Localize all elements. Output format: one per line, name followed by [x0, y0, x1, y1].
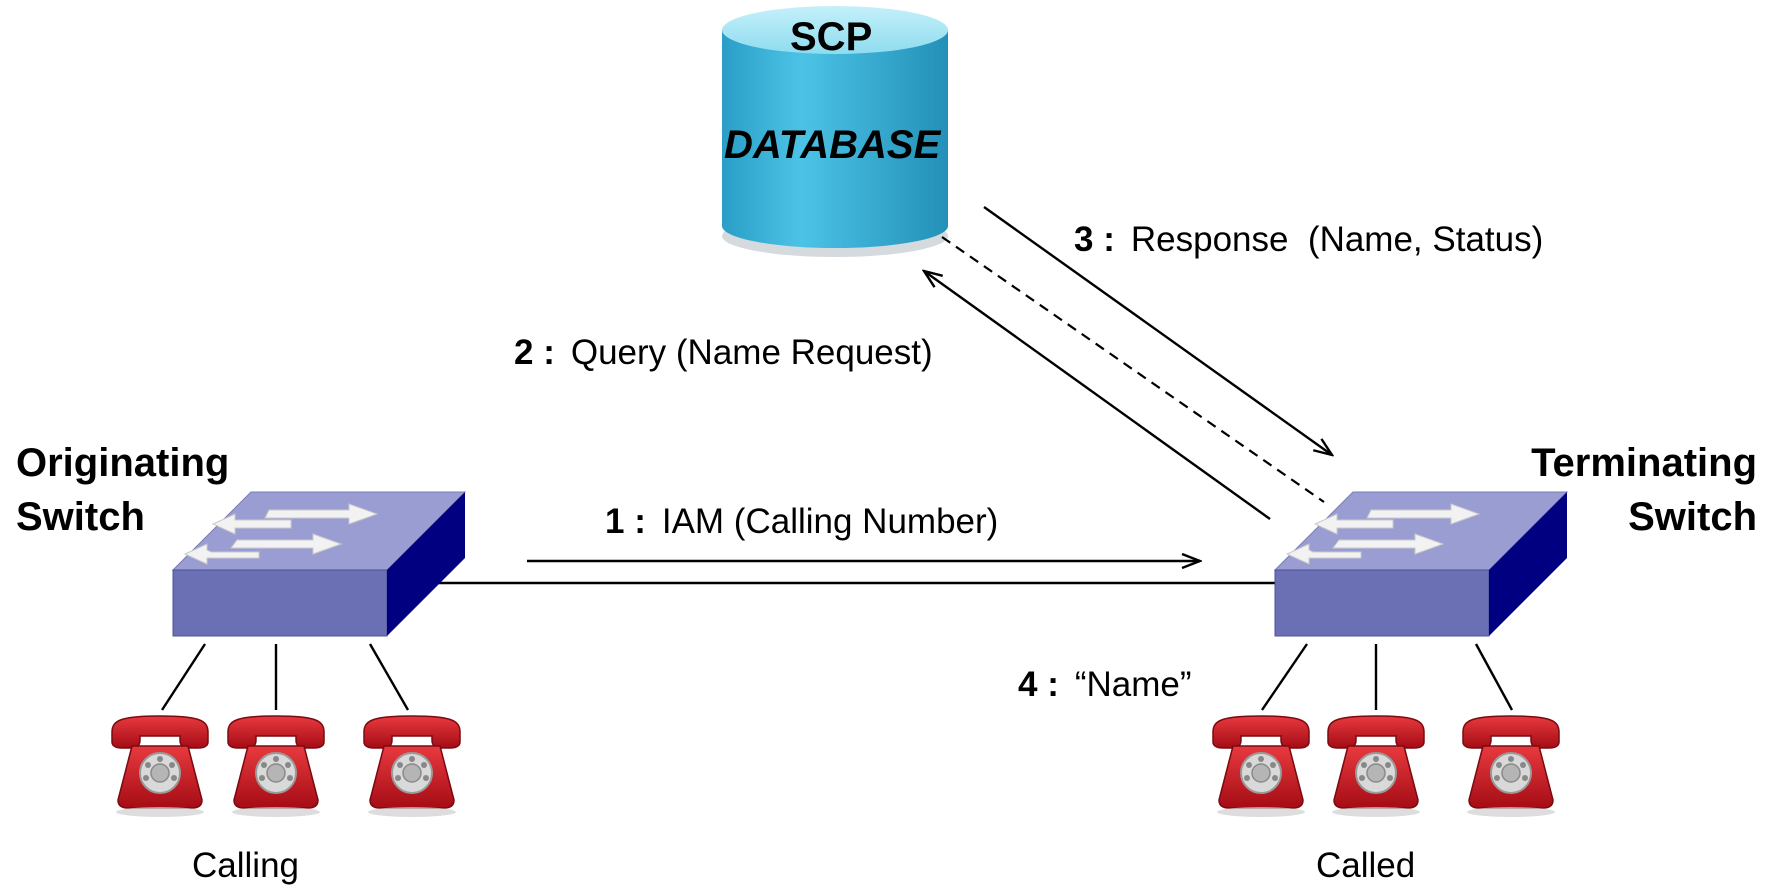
terminating-switch-title: Terminating Switch [1531, 436, 1757, 544]
query-arrow [924, 271, 1271, 520]
step-2-text: Query (Name Request) [570, 333, 933, 372]
terminating-switch-line1: Terminating [1531, 441, 1757, 485]
signaling-link-dashed [941, 236, 1325, 503]
terminating-switch-icon [1274, 491, 1568, 637]
calling-phone-icon [363, 715, 461, 818]
calling-caption: Calling [192, 846, 299, 885]
called-caption: Called [1316, 846, 1416, 885]
called-phone-icon [1327, 715, 1425, 818]
calling-phone-lines [160, 643, 410, 711]
database-cylinder-icon [722, 6, 948, 257]
called-phone-lines [1261, 643, 1514, 711]
scp-title: SCP [790, 15, 873, 59]
step-3-number: 3 : [1074, 220, 1115, 259]
step-4-label: 4 : “Name” [1018, 665, 1192, 705]
step-2-number: 2 : [514, 333, 555, 372]
step-4-text: “Name” [1074, 665, 1192, 704]
originating-switch-line2: Switch [16, 495, 145, 539]
step-3-text: Response (Name, Status) [1130, 220, 1544, 259]
step-3-label: 3 : Response (Name, Status) [1074, 220, 1543, 260]
database-label: DATABASE [724, 123, 941, 167]
calling-phone-icon [227, 715, 325, 818]
terminating-switch-line2: Switch [1628, 495, 1757, 539]
step-4-number: 4 : [1018, 665, 1059, 704]
response-arrow [983, 206, 1332, 455]
step-1-text: IAM (Calling Number) [661, 502, 999, 541]
step-1-label: 1 : IAM (Calling Number) [605, 502, 998, 542]
calling-phone-icon [111, 715, 209, 818]
step-1-number: 1 : [605, 502, 646, 541]
step-2-label: 2 : Query (Name Request) [514, 333, 933, 373]
called-phone-icon [1212, 715, 1310, 818]
originating-switch-title: Originating Switch [16, 436, 229, 544]
called-phone-icon [1462, 715, 1560, 818]
originating-switch-line1: Originating [16, 441, 230, 485]
